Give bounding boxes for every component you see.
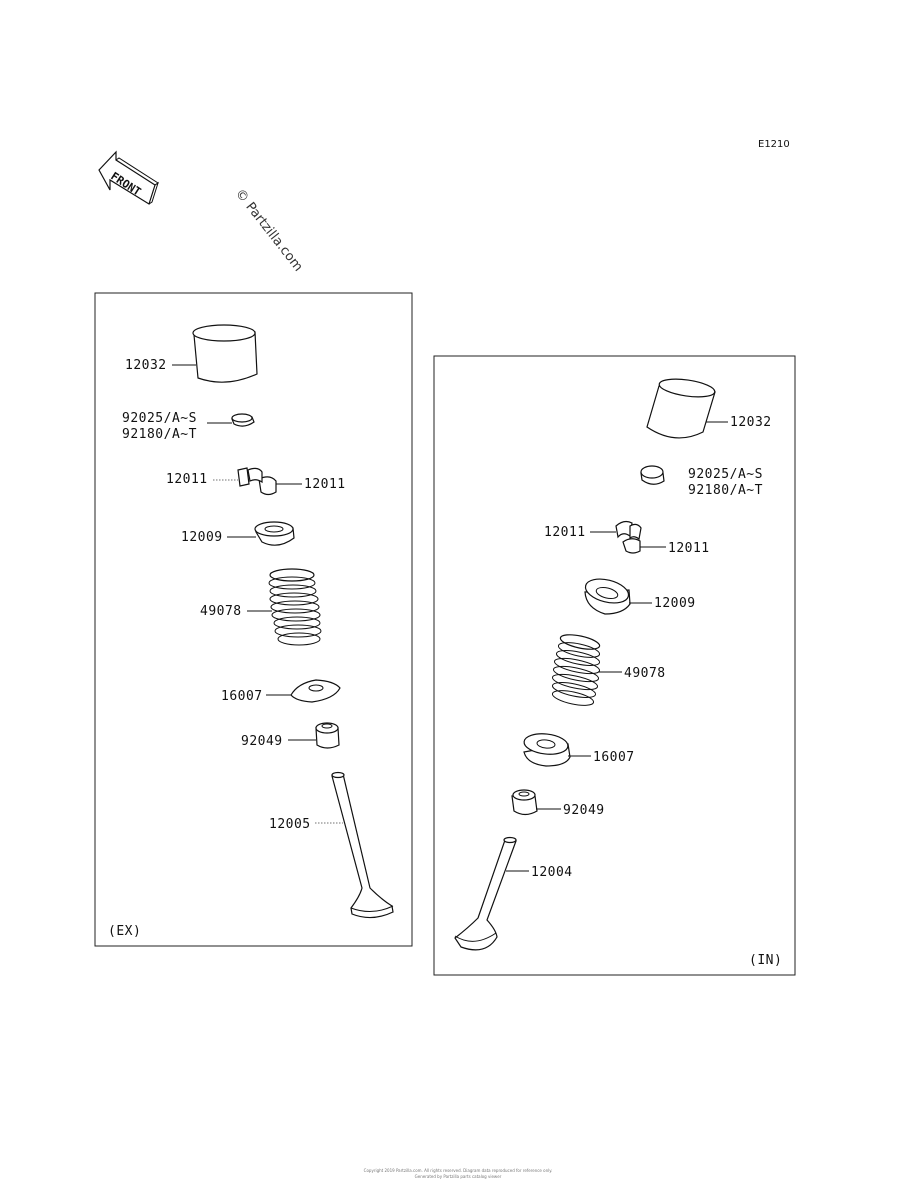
in-retainer-label: 12009 bbox=[654, 596, 696, 611]
in-section-label: (IN) bbox=[749, 953, 782, 968]
in-cotter-left-label: 12011 bbox=[544, 525, 586, 540]
watermark: © Partzilla.com bbox=[232, 186, 306, 274]
in-spring-label: 49078 bbox=[624, 666, 666, 681]
in-cotter-part bbox=[615, 520, 642, 554]
footer-copyright: Copyright 2019 Partzilla.com. All rights… bbox=[364, 1168, 553, 1173]
ex-stem-seal-part bbox=[315, 722, 340, 749]
in-spring-seat-part bbox=[523, 733, 571, 767]
diagram-code: E1210 bbox=[758, 139, 790, 150]
ex-tappet-label: 12032 bbox=[125, 358, 167, 373]
in-spring-seat-label: 16007 bbox=[593, 750, 635, 765]
front-arrow-icon: FRONT bbox=[98, 150, 159, 205]
ex-shim-label-a: 92025/A~S bbox=[122, 411, 197, 426]
in-retainer-part bbox=[584, 578, 631, 615]
in-stem-seal-part bbox=[511, 789, 538, 816]
exhaust-panel: 12032 92025/A~S 92180/A~T 12011 12011 12… bbox=[94, 292, 413, 947]
in-stem-seal-label: 92049 bbox=[563, 803, 605, 818]
ex-tappet-part bbox=[192, 324, 258, 383]
ex-cotter-part bbox=[237, 467, 277, 496]
ex-stem-seal-label: 92049 bbox=[241, 734, 283, 749]
footer-generator: Generated by Partzilla parts catalog vie… bbox=[415, 1174, 502, 1179]
ex-spring-part bbox=[268, 568, 322, 646]
in-shim-label-b: 92180/A~T bbox=[688, 483, 763, 498]
intake-panel: 12032 92025/A~S 92180/A~T 12011 12011 12… bbox=[433, 355, 796, 976]
ex-valve-part bbox=[331, 771, 394, 919]
ex-spring-seat-part bbox=[290, 679, 341, 703]
ex-retainer-label: 12009 bbox=[181, 530, 223, 545]
in-valve-part bbox=[454, 836, 517, 951]
in-shim-part bbox=[640, 465, 665, 485]
ex-valve-label: 12005 bbox=[269, 817, 311, 832]
in-cotter-right-label: 12011 bbox=[668, 541, 710, 556]
ex-section-label: (EX) bbox=[108, 924, 141, 939]
ex-shim-label-b: 92180/A~T bbox=[122, 427, 197, 442]
in-valve-label: 12004 bbox=[531, 865, 573, 880]
ex-cotter-left-label: 12011 bbox=[166, 472, 208, 487]
ex-spring-label: 49078 bbox=[200, 604, 242, 619]
in-tappet-part bbox=[646, 378, 716, 439]
ex-retainer-part bbox=[254, 521, 295, 546]
in-spring-part bbox=[551, 634, 601, 706]
ex-cotter-right-label: 12011 bbox=[304, 477, 346, 492]
ex-shim-part bbox=[231, 413, 255, 427]
exhaust-frame bbox=[94, 292, 413, 947]
intake-frame bbox=[433, 355, 796, 976]
in-tappet-label: 12032 bbox=[730, 415, 772, 430]
ex-spring-seat-label: 16007 bbox=[221, 689, 263, 704]
in-shim-label-a: 92025/A~S bbox=[688, 467, 763, 482]
